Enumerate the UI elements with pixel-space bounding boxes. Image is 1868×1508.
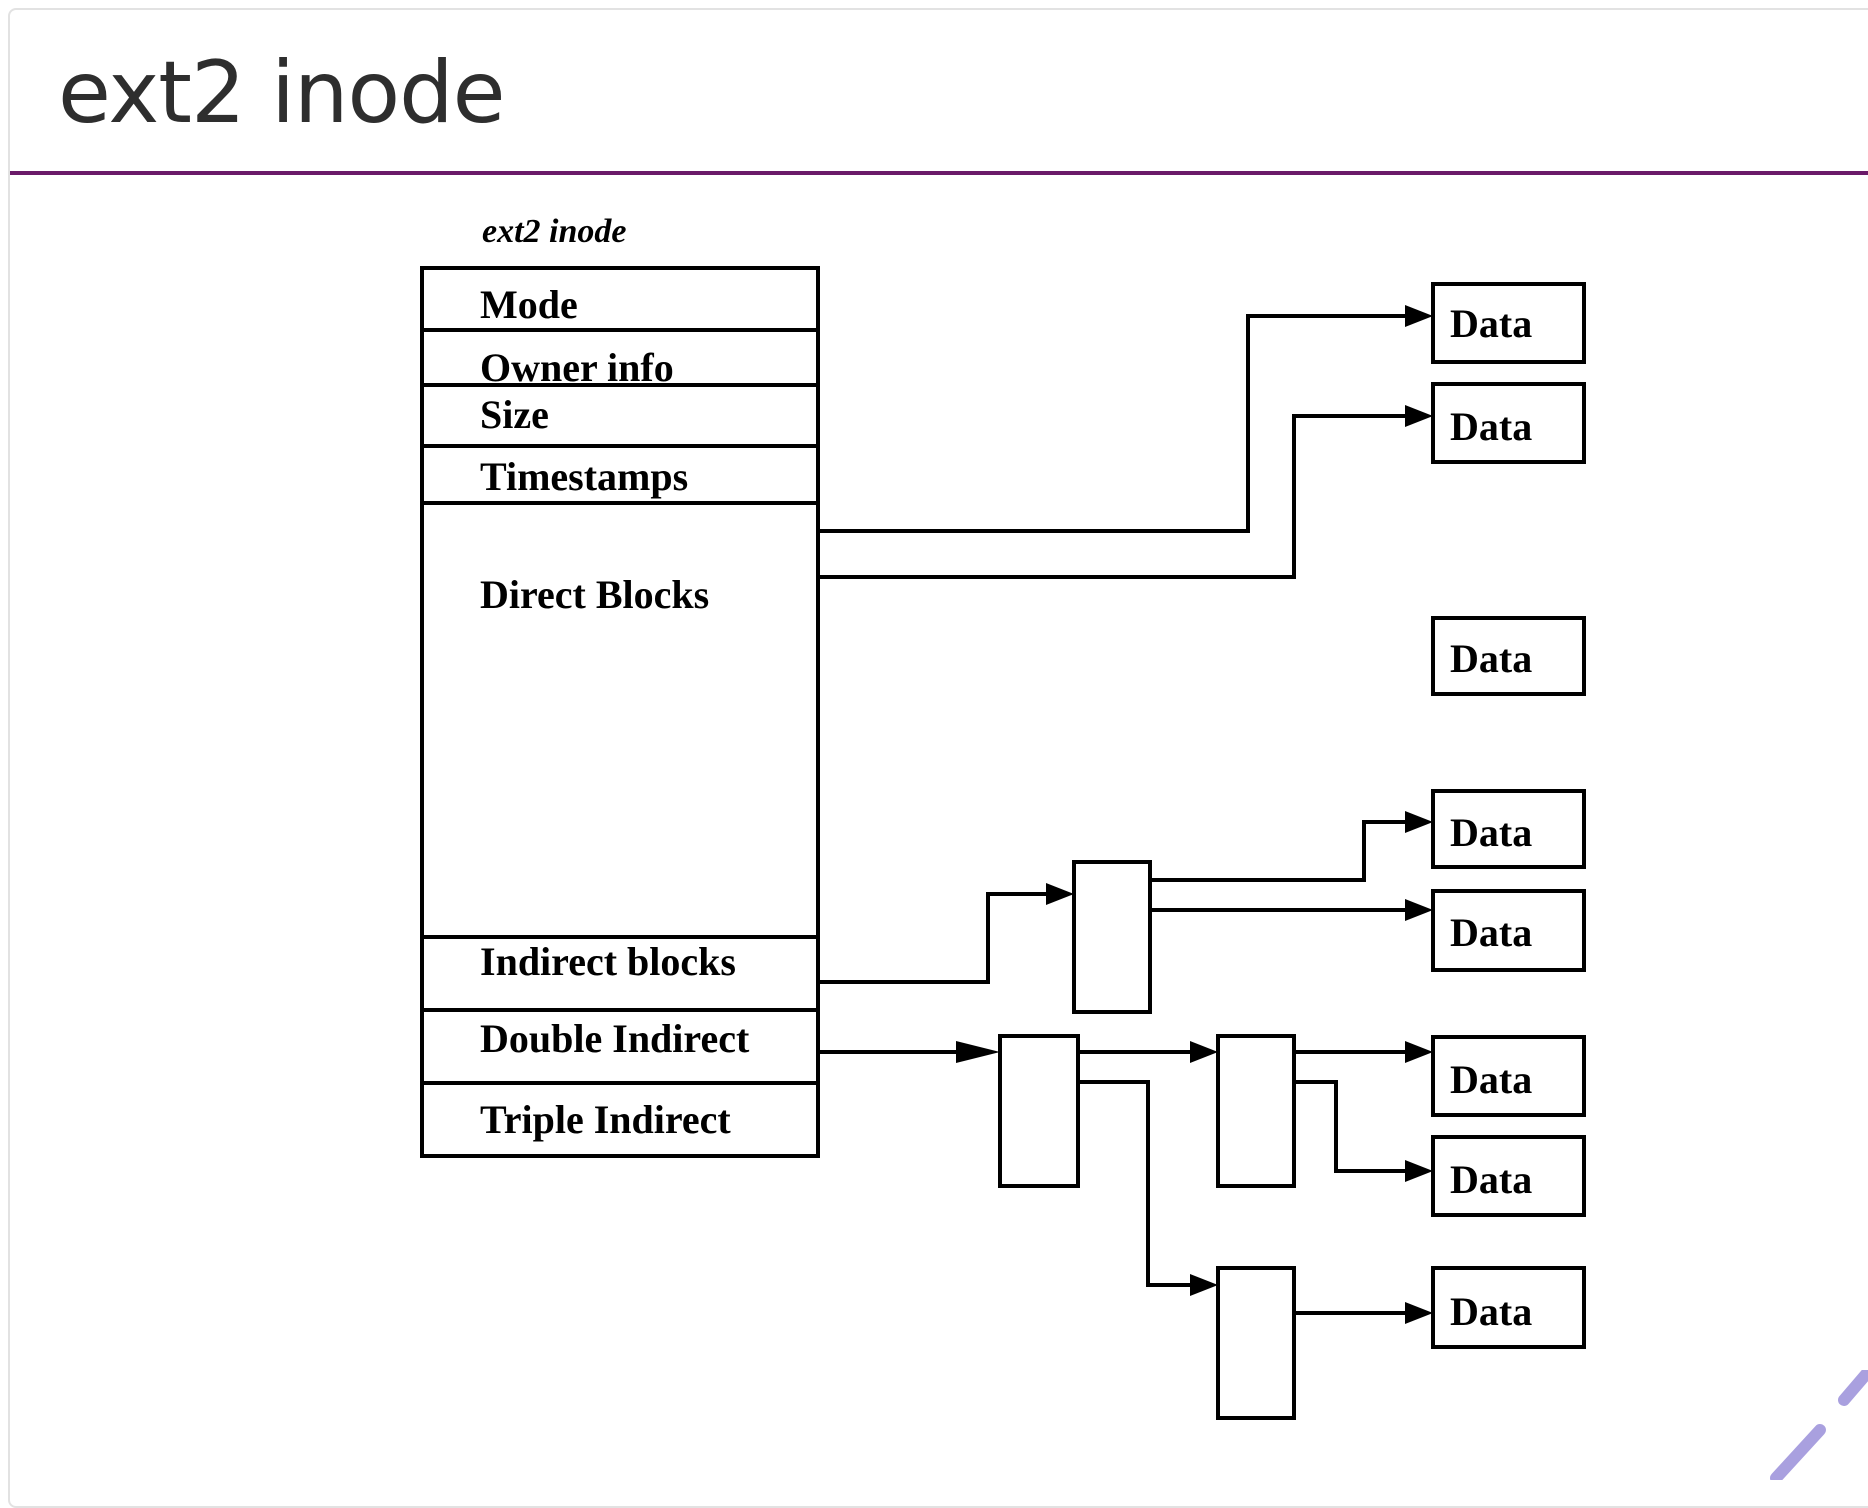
arrowhead <box>1190 1274 1218 1296</box>
field-triple-indirect: Triple Indirect <box>480 1097 731 1142</box>
arrowhead <box>1405 899 1433 921</box>
field-direct-blocks: Direct Blocks <box>480 572 709 617</box>
slide-frame <box>8 8 1868 1508</box>
data-block: Data <box>1431 1266 1586 1349</box>
svg-text:Data: Data <box>1450 910 1532 955</box>
slide-title: ext2 inode <box>58 43 506 143</box>
arrowhead <box>956 1041 1000 1063</box>
decorative-stroke <box>1770 1370 1868 1480</box>
data-block: Data <box>1431 789 1586 869</box>
diagram-caption: ext2 inode <box>482 213 626 250</box>
data-block: Data <box>1431 382 1586 464</box>
field-owner-info: Owner info <box>480 345 674 390</box>
data-block: Data <box>1431 1135 1586 1217</box>
svg-text:Data: Data <box>1450 810 1532 855</box>
field-timestamps: Timestamps <box>480 454 688 499</box>
data-block: Data <box>1431 1035 1586 1117</box>
field-indirect-blocks: Indirect blocks <box>480 939 736 984</box>
svg-text:Data: Data <box>1450 404 1532 449</box>
single-indirect-block <box>1072 860 1152 1014</box>
svg-text:Data: Data <box>1450 301 1532 346</box>
data-block: Data <box>1431 616 1586 696</box>
arrowhead <box>1046 883 1074 905</box>
arrowhead <box>1405 405 1433 427</box>
svg-text:Data: Data <box>1450 636 1532 681</box>
arrowhead <box>1405 811 1433 833</box>
arrowhead <box>1405 1302 1433 1324</box>
field-mode: Mode <box>480 282 578 327</box>
title-rule <box>10 171 1868 175</box>
arrowhead <box>1405 305 1433 327</box>
double-indirect-data-line <box>1294 1080 1412 1173</box>
arrowhead <box>1405 1041 1433 1063</box>
direct-pointer-line <box>818 314 1412 533</box>
direct-pointer-line <box>818 414 1412 579</box>
svg-text:Data: Data <box>1450 1289 1532 1334</box>
second-level-pointer-line <box>1078 1080 1196 1287</box>
arrowhead <box>1405 1160 1433 1182</box>
indirect-pointer-line <box>818 892 1052 984</box>
double-indirect-block <box>998 1034 1080 1188</box>
data-block: Data <box>1431 889 1586 972</box>
second-level-block <box>1216 1266 1296 1420</box>
field-double-indirect: Double Indirect <box>480 1016 750 1061</box>
indirect-data-line <box>1150 820 1412 882</box>
svg-text:Data: Data <box>1450 1057 1532 1102</box>
data-block: Data <box>1431 282 1586 364</box>
arrowhead <box>1190 1041 1218 1063</box>
second-level-block <box>1216 1034 1296 1188</box>
field-size: Size <box>480 392 549 437</box>
svg-text:Data: Data <box>1450 1157 1532 1202</box>
